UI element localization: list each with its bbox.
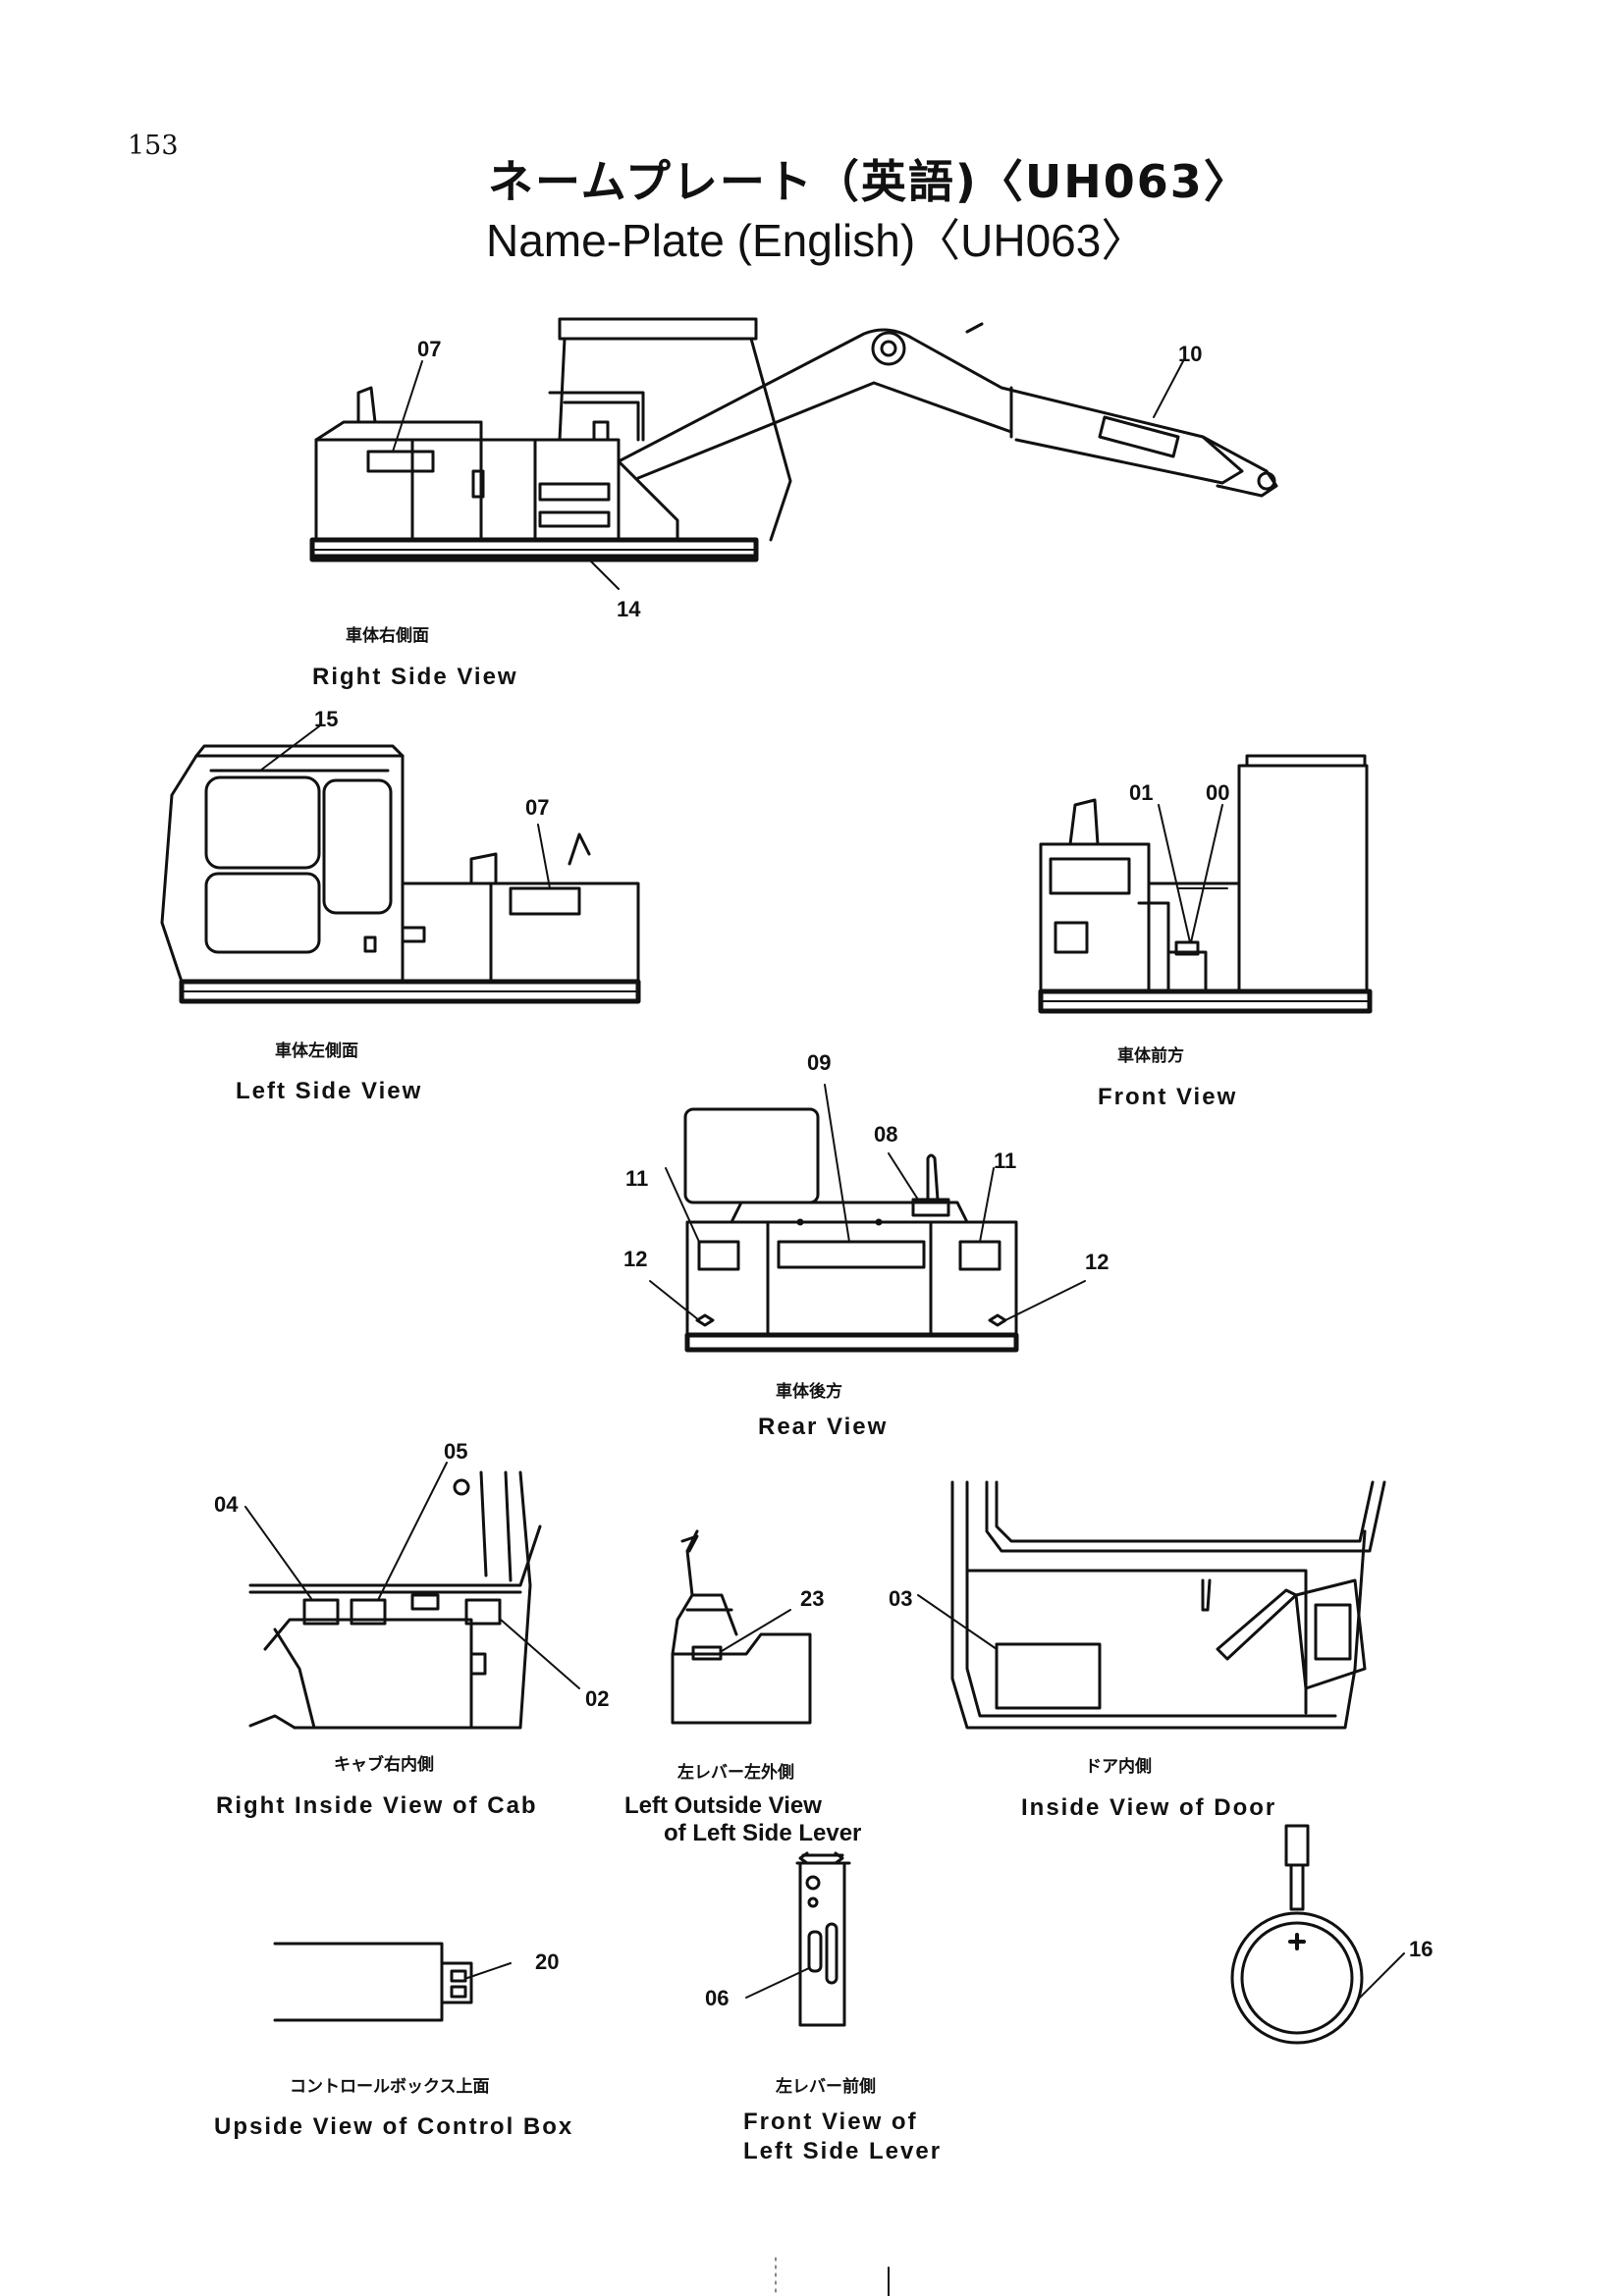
callout-00: 00: [1206, 780, 1230, 805]
callout-05: 05: [444, 1439, 468, 1464]
callout-23: 23: [800, 1586, 825, 1611]
callout-07-left: 07: [525, 795, 550, 820]
caption-lever-front-ja: 左レバー前側: [776, 2077, 876, 2097]
caption-left-side-en: Left Side View: [236, 1078, 423, 1104]
door-inside-drawing: [917, 1480, 1386, 1730]
callout-04: 04: [214, 1492, 239, 1517]
caption-control-box-ja: コントロールボックス上面: [290, 2077, 490, 2097]
control-box-drawing: [273, 1942, 512, 2022]
title-english: Name-Plate (English)〈UH063〉: [486, 215, 1147, 266]
caption-left-side-ja: 車体左側面: [275, 1041, 358, 1061]
right-side-view-drawing: [309, 317, 1278, 590]
caption-lever-front-en-1: Front View of: [743, 2109, 918, 2135]
caption-lever-front-en-2: Left Side Lever: [743, 2138, 943, 2164]
left-side-view-drawing: [160, 725, 641, 1004]
callout-03: 03: [889, 1586, 913, 1611]
caption-cab-ja: キャブ右内側: [334, 1755, 434, 1775]
callout-20: 20: [535, 1949, 560, 1974]
callout-07-right: 07: [417, 337, 442, 361]
caption-control-box-en: Upside View of Control Box: [214, 2113, 574, 2140]
ring-handle-drawing: [1230, 1824, 1405, 2045]
front-view-drawing: [1038, 754, 1373, 1014]
caption-door-ja: ドア内側: [1085, 1757, 1152, 1777]
cab-inside-drawing: [244, 1462, 580, 1730]
caption-lever-outside-en-1: Left Outside View: [624, 1792, 822, 1819]
caption-front-en: Front View: [1098, 1084, 1238, 1110]
caption-cab-en: Right Inside View of Cab: [216, 1792, 538, 1819]
callout-09: 09: [807, 1050, 832, 1075]
caption-front-ja: 車体前方: [1117, 1046, 1184, 1066]
callout-15: 15: [314, 707, 339, 731]
rear-view-drawing: [649, 1084, 1086, 1353]
lever-front-drawing: [745, 1851, 851, 2027]
callout-14: 14: [617, 597, 641, 621]
callout-11-left: 11: [625, 1166, 649, 1191]
caption-right-side-en: Right Side View: [312, 664, 518, 690]
callout-12-right: 12: [1085, 1250, 1109, 1274]
caption-right-side-ja: 車体右側面: [346, 626, 429, 646]
callout-06: 06: [705, 1986, 730, 2010]
callout-08: 08: [874, 1122, 898, 1147]
callout-10: 10: [1178, 342, 1203, 366]
caption-rear-en: Rear View: [758, 1414, 889, 1440]
callout-01: 01: [1129, 780, 1154, 805]
callout-02: 02: [585, 1686, 610, 1711]
page-number: 153: [128, 131, 179, 161]
caption-lever-outside-en-2: of Left Side Lever: [664, 1820, 862, 1846]
callout-12-left: 12: [623, 1247, 648, 1271]
title-japanese: ネームプレート（英語)〈UH063〉: [488, 155, 1251, 208]
caption-door-en: Inside View of Door: [1021, 1794, 1277, 1821]
callout-11-right: 11: [994, 1148, 1017, 1173]
lever-outside-drawing: [671, 1529, 812, 1725]
caption-lever-outside-ja: 左レバー左外側: [677, 1763, 794, 1783]
callout-16: 16: [1409, 1937, 1434, 1961]
caption-rear-ja: 車体後方: [776, 1382, 842, 1402]
